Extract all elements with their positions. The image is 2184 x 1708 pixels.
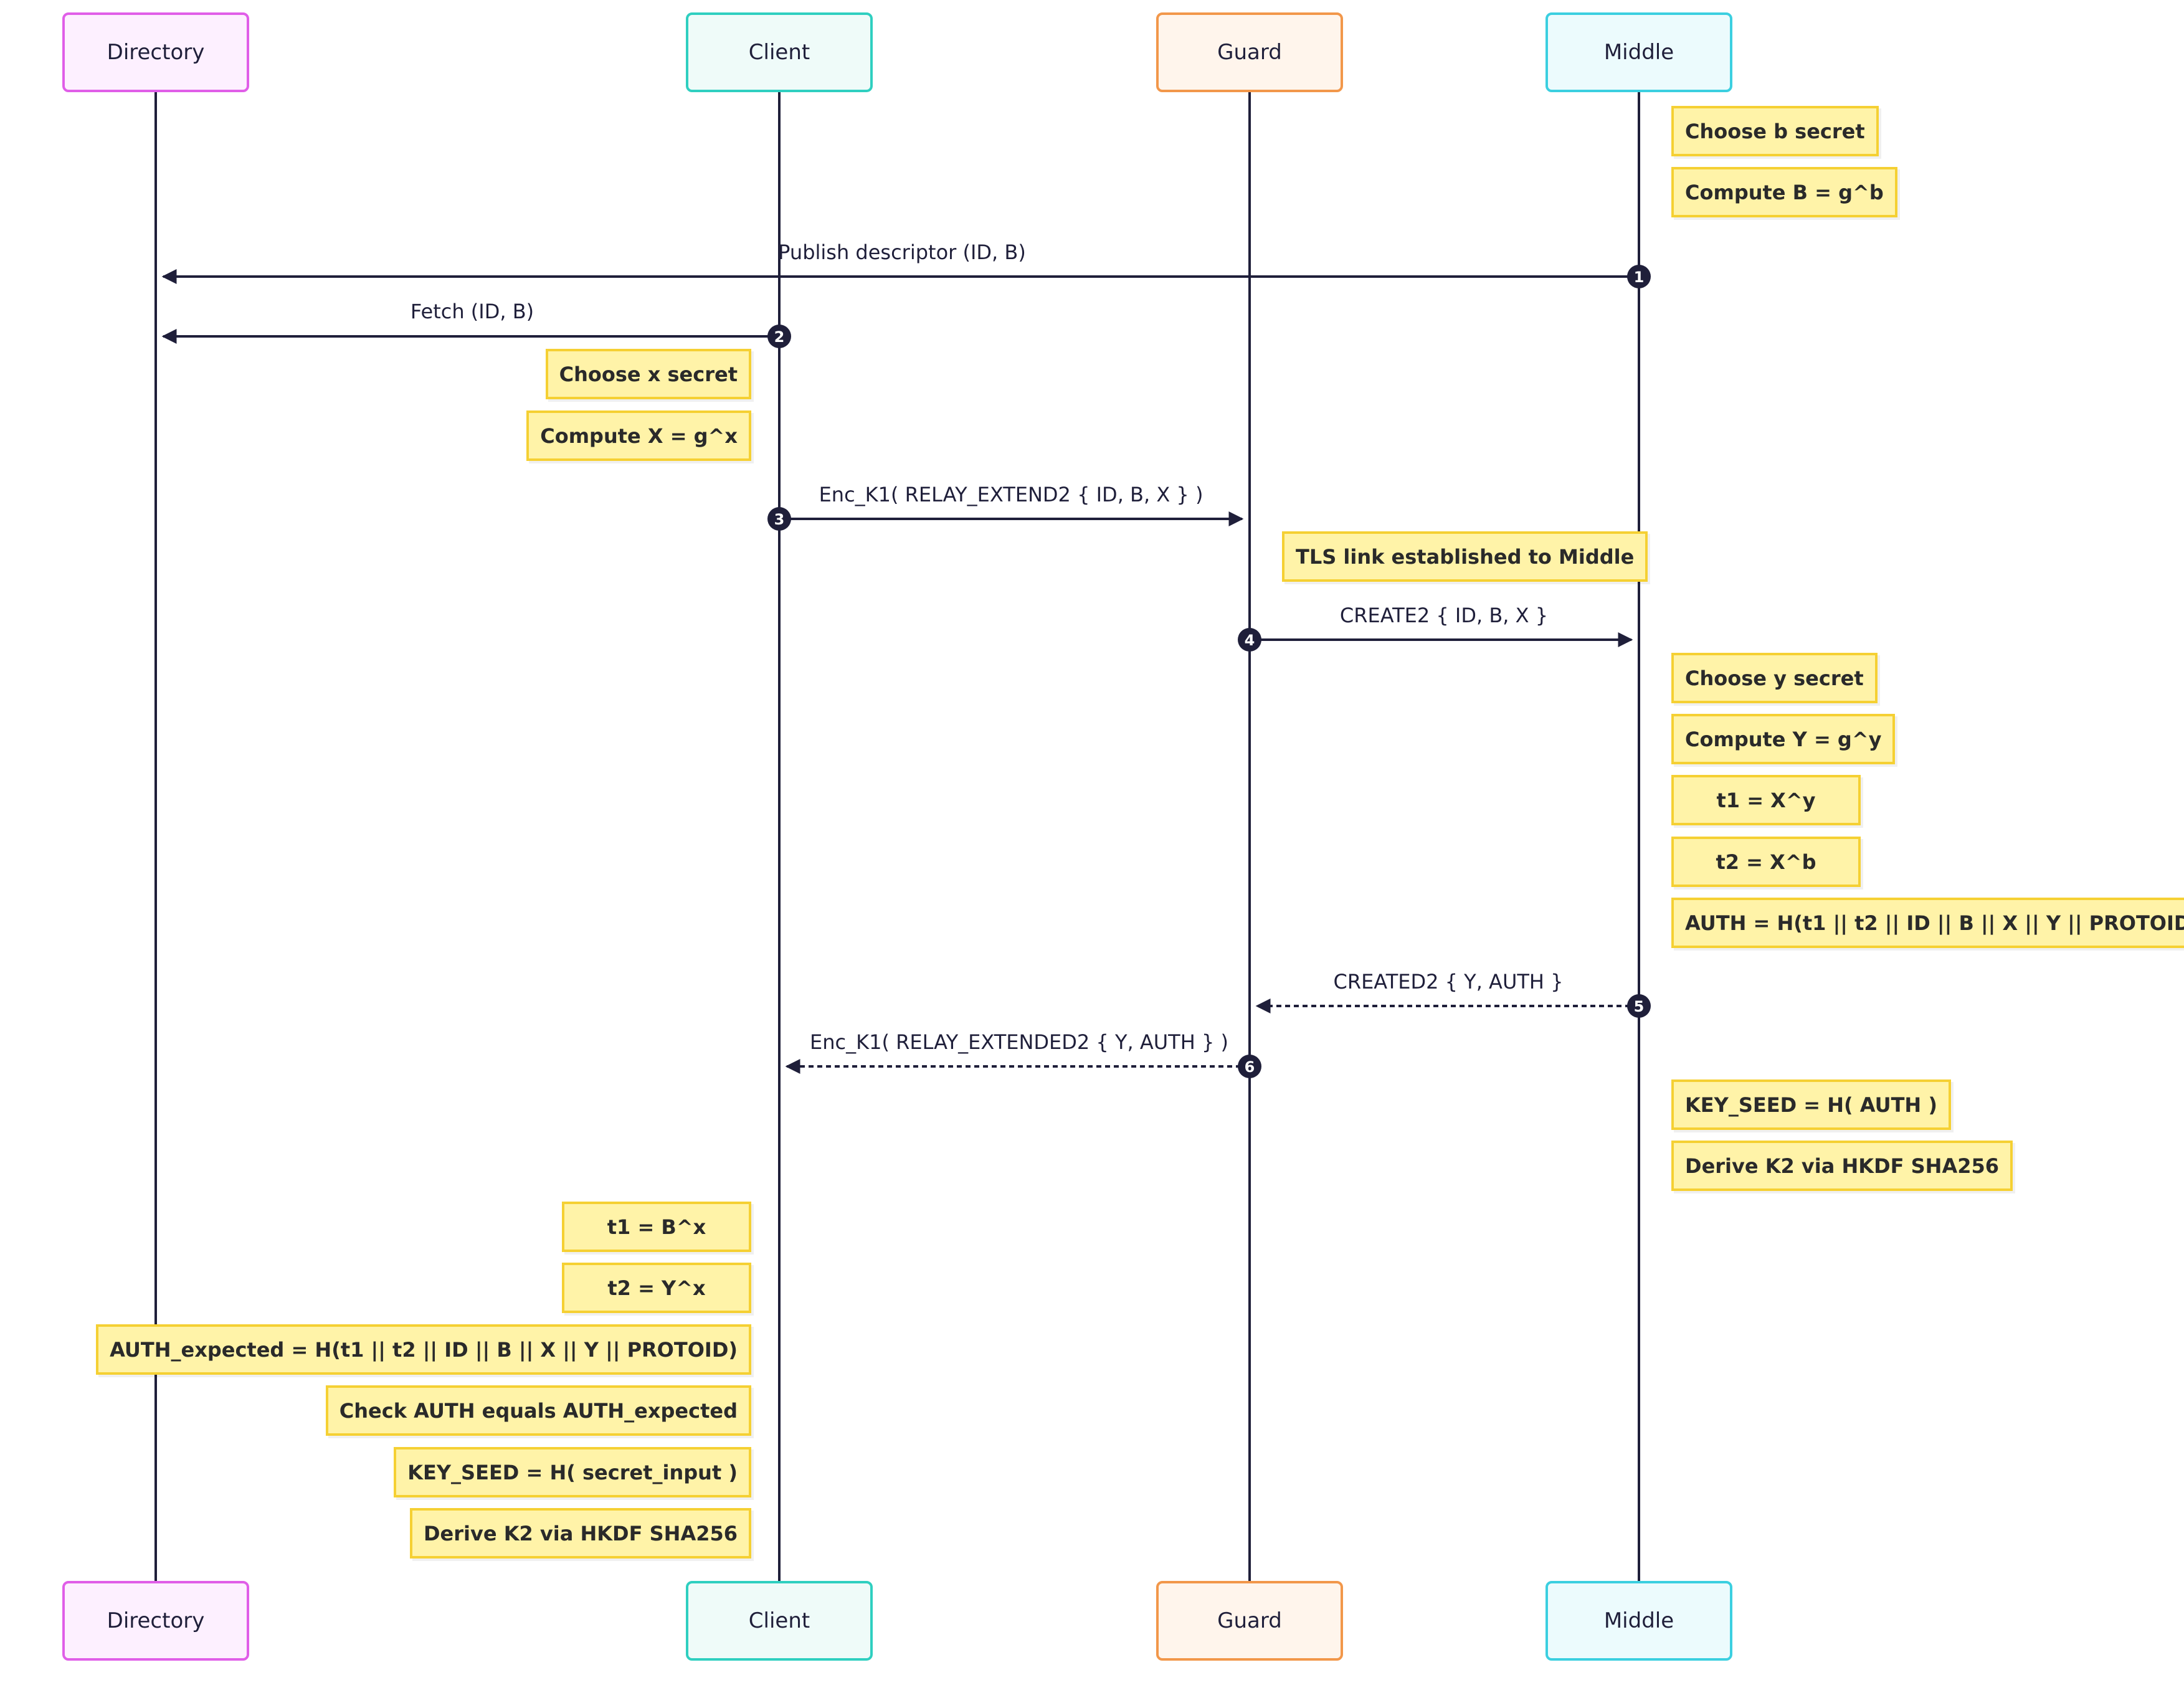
note-client-key-seed: KEY_SEED = H( secret_input ) (394, 1447, 751, 1497)
actor-guard-bottom: Guard (1156, 1581, 1343, 1661)
note-client-t2: t2 = Y^x (562, 1263, 751, 1313)
message-2-marker (767, 325, 791, 348)
note-client-choose-x: Choose x secret (545, 349, 751, 399)
message-4-number: 4 (1245, 632, 1255, 649)
note-middle-choose-y: Choose y secret (1671, 653, 1878, 703)
message-4-marker (1238, 628, 1261, 652)
message-2-number: 2 (774, 328, 785, 346)
actor-directory-bottom: Directory (62, 1581, 249, 1661)
note-middle-t2: t2 = X^b (1671, 837, 1861, 887)
message-1-number: 1 (1634, 268, 1645, 286)
actor-middle-bottom: Middle (1545, 1581, 1732, 1661)
message-3-label: Enc_K1( RELAY_EXTEND2 { ID, B, X } ) (819, 483, 1204, 506)
message-6-marker (1238, 1055, 1261, 1078)
actor-client-bottom: Client (686, 1581, 873, 1661)
message-3-number: 3 (774, 511, 785, 528)
message-5-number: 5 (1634, 998, 1645, 1015)
message-1-label: Publish descriptor (ID, B) (778, 240, 1026, 264)
message-2-label: Fetch (ID, B) (410, 300, 534, 323)
actor-client-top: Client (686, 12, 873, 92)
message-6-number: 6 (1245, 1058, 1255, 1076)
note-middle-compute-y: Compute Y = g^y (1671, 714, 1896, 764)
note-middle-derive-k2: Derive K2 via HKDF SHA256 (1671, 1141, 2013, 1191)
note-middle-auth: AUTH = H(t1 || t2 || ID || B || X || Y |… (1671, 898, 2184, 948)
message-3-marker (767, 507, 791, 531)
note-middle-key-seed: KEY_SEED = H( AUTH ) (1671, 1079, 1951, 1130)
actor-directory-top: Directory (62, 12, 249, 92)
note-middle-choose-b: Choose b secret (1671, 106, 1879, 156)
actor-guard-top: Guard (1156, 12, 1343, 92)
message-5-marker (1627, 994, 1651, 1018)
message-5-label: CREATED2 { Y, AUTH } (1333, 970, 1564, 994)
note-guard-tls: TLS link established to Middle (1282, 531, 1648, 582)
note-client-check-auth: Check AUTH equals AUTH_expected (325, 1385, 751, 1436)
actor-middle-top: Middle (1545, 12, 1732, 92)
note-client-derive-k2: Derive K2 via HKDF SHA256 (409, 1508, 751, 1559)
note-middle-t1: t1 = X^y (1671, 775, 1861, 825)
note-client-compute-x: Compute X = g^x (526, 410, 751, 461)
message-4-label: CREATE2 { ID, B, X } (1339, 604, 1549, 627)
note-client-t1: t1 = B^x (562, 1202, 751, 1252)
message-1-marker (1627, 265, 1651, 288)
message-6-label: Enc_K1( RELAY_EXTENDED2 { Y, AUTH } ) (810, 1030, 1228, 1054)
note-middle-compute-b: Compute B = g^b (1671, 167, 1897, 217)
note-client-auth-expected: AUTH_expected = H(t1 || t2 || ID || B ||… (96, 1324, 751, 1375)
